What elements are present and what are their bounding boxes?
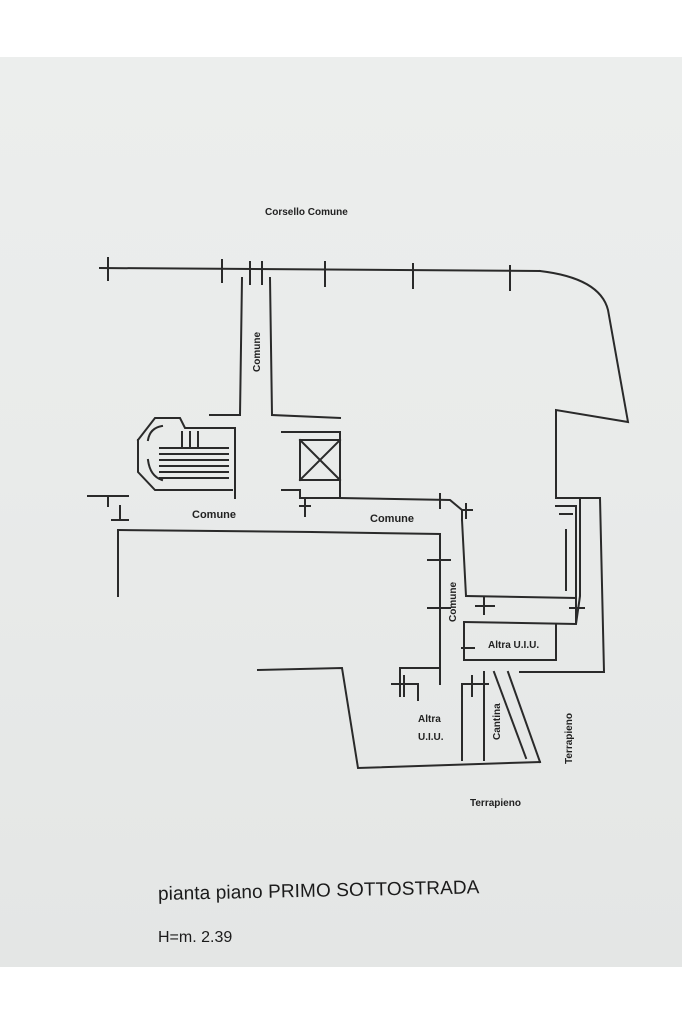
- corridor-ticks: [299, 493, 473, 519]
- lower-outline: [256, 666, 542, 770]
- curved-wall: [538, 269, 630, 499]
- altra-bottom-box: [399, 667, 441, 697]
- cantina-walls: [417, 671, 485, 761]
- label-altra-uiu-right: Altra U.I.U.: [488, 640, 539, 651]
- label-comune-left: Comune: [192, 509, 236, 521]
- label-comune-vertical-top: Comune: [252, 332, 263, 372]
- corridor-bottom-wall: [310, 530, 442, 536]
- label-altra-uiu-bottom-1: Altra: [418, 714, 441, 725]
- elevator-frame: [281, 431, 341, 499]
- right-unit-box: [462, 497, 581, 626]
- plan-height-note: H=m. 2.39: [158, 929, 233, 946]
- top-boundary-wall: [98, 266, 542, 273]
- lower-inner-diag: [492, 670, 528, 760]
- mid-ticks: [427, 559, 495, 615]
- right-unit-inner: [555, 505, 577, 597]
- label-cantina: Cantina: [492, 703, 503, 740]
- elevator-cross: [298, 438, 342, 482]
- label-terrapieno-bottom: Terrapieno: [470, 798, 521, 809]
- stair-outline: [136, 417, 236, 442]
- corridor-left-wall: [238, 276, 244, 417]
- top-ticks: [107, 257, 511, 291]
- lower-ticks: [391, 675, 489, 697]
- mid-corridor-right: [460, 518, 468, 598]
- label-comune-vertical-mid: Comune: [448, 582, 459, 622]
- left-lower-wall: [116, 528, 314, 534]
- label-corsello-comune: Corsello Comune: [265, 207, 348, 218]
- right-unit-wall: [464, 594, 577, 623]
- right-outer-wall: [519, 497, 606, 673]
- stair-inner-curve: [146, 424, 164, 482]
- left-horizontal-wall: [87, 495, 129, 521]
- label-altra-uiu-bottom-2: U.I.U.: [418, 732, 444, 743]
- label-terrapieno-vertical: Terrapieno: [564, 713, 575, 764]
- altra-box: [463, 621, 557, 661]
- label-comune-right: Comune: [370, 513, 414, 525]
- paper-sheet: [0, 57, 682, 967]
- corridor-right-wall: [268, 276, 274, 417]
- stair-outline-2: [137, 439, 233, 491]
- right-ticks: [461, 513, 585, 649]
- corridor-top-wall: [338, 496, 463, 521]
- lower-right-diag: [506, 670, 542, 764]
- wall-segment-a: [209, 413, 342, 420]
- stair-treads: [159, 431, 229, 479]
